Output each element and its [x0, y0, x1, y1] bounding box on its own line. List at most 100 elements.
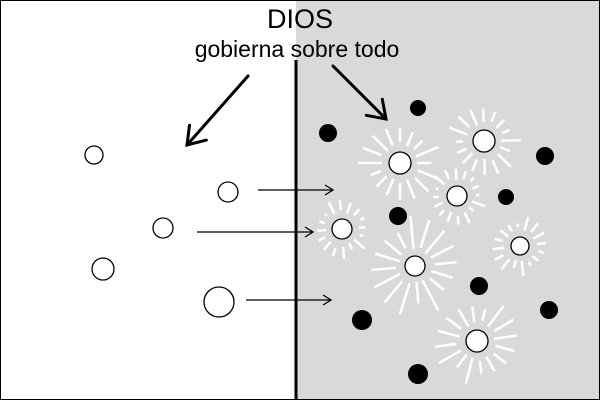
ray — [471, 306, 476, 323]
ray — [375, 175, 388, 188]
ray — [481, 308, 487, 322]
ray — [317, 228, 327, 232]
ray — [327, 201, 336, 215]
ray — [499, 145, 511, 153]
pointer-shaft — [185, 74, 250, 147]
black-dot — [410, 100, 426, 116]
radiant-circle — [446, 185, 468, 207]
ray — [331, 247, 337, 257]
ray — [501, 128, 510, 135]
ray — [530, 222, 539, 233]
ray — [492, 246, 505, 251]
ray — [322, 240, 332, 251]
ray — [445, 316, 462, 330]
diagram-title: DIOS — [266, 4, 333, 34]
ray — [464, 357, 474, 384]
arrow-head — [304, 226, 315, 238]
ray — [512, 260, 518, 268]
ray — [537, 250, 545, 255]
ray — [437, 329, 460, 338]
ray — [457, 308, 470, 327]
ray — [324, 213, 328, 217]
ray — [467, 205, 475, 213]
radiant-circle — [465, 329, 489, 353]
radiant-circle — [510, 236, 530, 256]
ray — [507, 224, 513, 232]
arrow-head — [322, 294, 333, 306]
left-panel — [0, 0, 296, 400]
ray — [494, 254, 505, 261]
arrow-head — [324, 184, 335, 196]
ray — [461, 152, 474, 165]
left-circle — [203, 286, 235, 318]
ray — [471, 184, 480, 190]
ray — [500, 258, 511, 271]
ray — [384, 128, 394, 146]
black-dot — [389, 207, 407, 225]
transfer-arrow — [197, 226, 315, 238]
ray — [428, 277, 445, 291]
ray — [493, 334, 518, 340]
ray — [424, 229, 446, 255]
ray — [347, 242, 354, 250]
radiant-circle — [388, 151, 412, 175]
black-dot — [540, 301, 558, 319]
ray — [495, 118, 506, 129]
pointer-head — [185, 123, 208, 147]
ray — [415, 145, 440, 158]
ray — [430, 244, 455, 259]
ray — [433, 201, 444, 208]
ray — [319, 220, 326, 225]
ray — [456, 353, 468, 369]
ray — [446, 211, 453, 223]
ray — [485, 355, 496, 372]
left-circle — [84, 145, 104, 165]
ray — [491, 159, 500, 174]
black-dot — [408, 364, 428, 384]
ray — [373, 272, 401, 289]
ray — [457, 115, 471, 129]
ray — [469, 109, 479, 126]
black-dot — [470, 277, 488, 295]
ray — [435, 187, 439, 191]
ray — [496, 153, 512, 168]
ray — [492, 352, 507, 365]
ray — [317, 236, 326, 242]
ray — [433, 174, 446, 186]
ray — [409, 216, 415, 250]
ray — [471, 200, 486, 208]
ray — [359, 216, 365, 222]
pointer-head — [364, 97, 388, 121]
ray — [469, 176, 475, 183]
ray — [495, 344, 515, 353]
arrows-layer — [185, 64, 388, 306]
ray — [438, 209, 446, 217]
ray — [353, 238, 366, 250]
black-dot — [498, 189, 514, 205]
ray — [490, 111, 497, 122]
ray — [338, 200, 342, 211]
ray — [398, 282, 411, 315]
ray — [499, 229, 510, 238]
ray — [352, 208, 361, 217]
ray — [396, 232, 407, 249]
transfer-arrow — [246, 294, 333, 306]
circles-layer — [84, 100, 558, 384]
left-circle — [91, 257, 115, 281]
ray — [374, 252, 401, 263]
left-circle — [152, 217, 174, 239]
black-dot — [352, 310, 372, 330]
ray — [383, 239, 402, 256]
radiant-circle — [404, 255, 426, 277]
ray — [421, 279, 440, 311]
ray — [371, 266, 397, 272]
ray — [415, 281, 420, 304]
ray — [383, 280, 404, 304]
ray — [419, 219, 431, 249]
rays-layer — [317, 108, 547, 384]
ray — [435, 342, 457, 348]
ray — [430, 269, 454, 279]
ray — [371, 134, 389, 152]
